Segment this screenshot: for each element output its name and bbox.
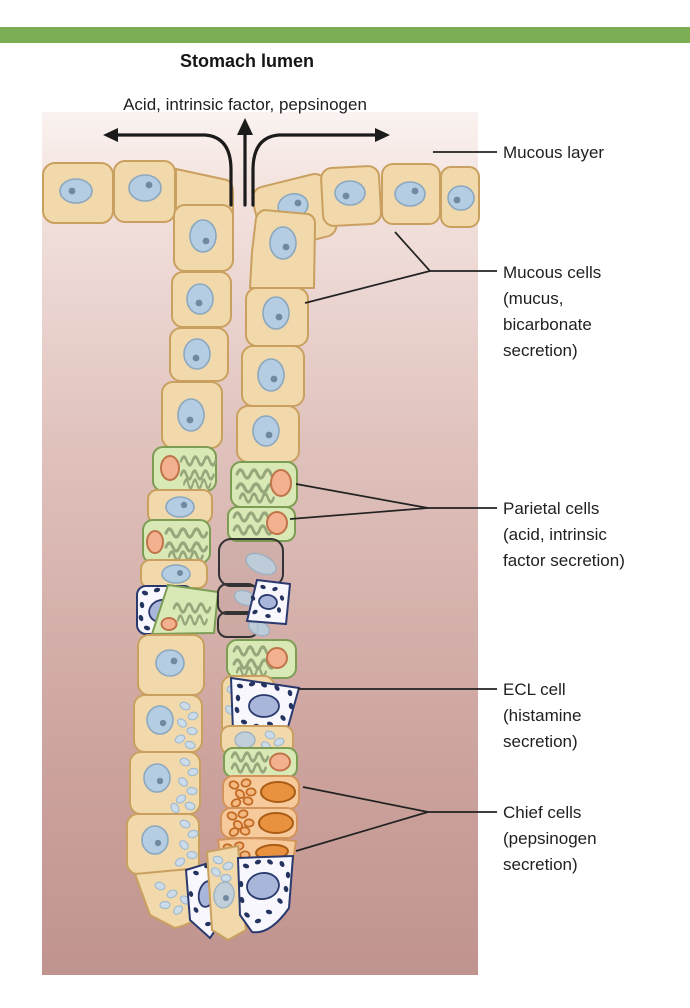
mucous-cell bbox=[140, 559, 208, 589]
histamine-granules bbox=[238, 859, 291, 924]
top-green-bar bbox=[0, 27, 690, 43]
chief-cell bbox=[220, 807, 298, 839]
label-line: Chief cells bbox=[503, 803, 581, 822]
label-line: (histamine bbox=[503, 706, 581, 725]
parietal-cell bbox=[226, 639, 297, 679]
mucous-cells-label: Mucous cells (mucus, bicarbonate secreti… bbox=[503, 263, 601, 360]
label-line: Parietal cells bbox=[503, 499, 599, 518]
mucous-cell bbox=[320, 165, 382, 227]
mucous-cell bbox=[236, 405, 300, 463]
mucous-cell bbox=[381, 163, 441, 225]
parietal-cells-label: Parietal cells (acid, intrinsic factor s… bbox=[503, 499, 625, 570]
parietal-cells-leader bbox=[289, 483, 497, 520]
secretion-arrows bbox=[103, 118, 390, 207]
label-line: (mucus, bbox=[503, 289, 563, 308]
label-line: (acid, intrinsic bbox=[503, 525, 607, 544]
parietal-cell bbox=[142, 519, 211, 564]
mucous-neck-cell bbox=[126, 813, 200, 875]
mucous-cell bbox=[137, 634, 205, 696]
right-arrow bbox=[251, 133, 382, 207]
label-line: Mucous cells bbox=[503, 263, 601, 282]
parietal-cell bbox=[150, 583, 220, 636]
label-line: secretion) bbox=[503, 341, 578, 360]
label-line: secretion) bbox=[503, 732, 578, 751]
mucous-cell bbox=[169, 327, 229, 382]
pepsinogen-granules bbox=[226, 809, 255, 837]
mucous-cell bbox=[171, 271, 232, 328]
mucous-cells-leader bbox=[304, 231, 497, 304]
parietal-cell bbox=[223, 747, 298, 778]
mucous-neck-cell bbox=[129, 751, 201, 815]
granules bbox=[170, 757, 199, 814]
label-line: (pepsinogen bbox=[503, 829, 597, 848]
mucous-cell bbox=[173, 204, 234, 272]
ecl-cell bbox=[229, 676, 301, 733]
mucous-cell bbox=[241, 345, 305, 407]
parietal-cell bbox=[227, 506, 296, 542]
ecl-cell bbox=[236, 854, 295, 934]
secretions-label: Acid, intrinsic factor, pepsinogen bbox=[123, 95, 367, 114]
chief-cell bbox=[222, 775, 300, 810]
chief-cells-leader bbox=[295, 786, 497, 852]
mucous-neck-cell bbox=[133, 694, 203, 753]
chief-cells-label: Chief cells (pepsinogen secretion) bbox=[503, 803, 597, 874]
granules bbox=[210, 855, 234, 883]
label-line: factor secretion) bbox=[503, 551, 625, 570]
granules bbox=[174, 819, 199, 867]
mucous-cell bbox=[42, 162, 114, 224]
up-arrowhead bbox=[237, 118, 253, 135]
mucous-cell bbox=[147, 489, 213, 524]
ecl-cell bbox=[245, 578, 292, 626]
granules bbox=[174, 701, 199, 750]
mucous-cell bbox=[440, 166, 480, 228]
label-line: secretion) bbox=[503, 855, 578, 874]
stomach-lumen-title: Stomach lumen bbox=[180, 51, 314, 71]
label-line: ECL cell bbox=[503, 680, 566, 699]
ecl-cell-label: ECL cell (histamine secretion) bbox=[503, 680, 581, 751]
mucous-cell bbox=[245, 287, 309, 347]
stem-cell bbox=[218, 538, 284, 587]
left-arrowhead bbox=[103, 128, 118, 142]
parietal-cell bbox=[152, 446, 218, 492]
label-line: bicarbonate bbox=[503, 315, 592, 334]
mucous-cell bbox=[248, 208, 317, 289]
right-arrowhead bbox=[375, 128, 390, 142]
mucous-cell bbox=[113, 160, 176, 223]
histamine-granules bbox=[250, 584, 285, 619]
label-line: Mucous layer bbox=[503, 143, 604, 162]
parietal-cell bbox=[230, 461, 298, 508]
granules bbox=[154, 881, 191, 915]
mucous-layer-label: Mucous layer bbox=[503, 143, 604, 162]
left-arrow bbox=[110, 133, 233, 207]
pepsinogen-granules bbox=[228, 778, 257, 808]
mucous-neck-cell bbox=[205, 844, 248, 942]
gastric-gland bbox=[42, 160, 480, 942]
leader-lines bbox=[289, 151, 497, 852]
mucous-cell bbox=[161, 381, 223, 449]
